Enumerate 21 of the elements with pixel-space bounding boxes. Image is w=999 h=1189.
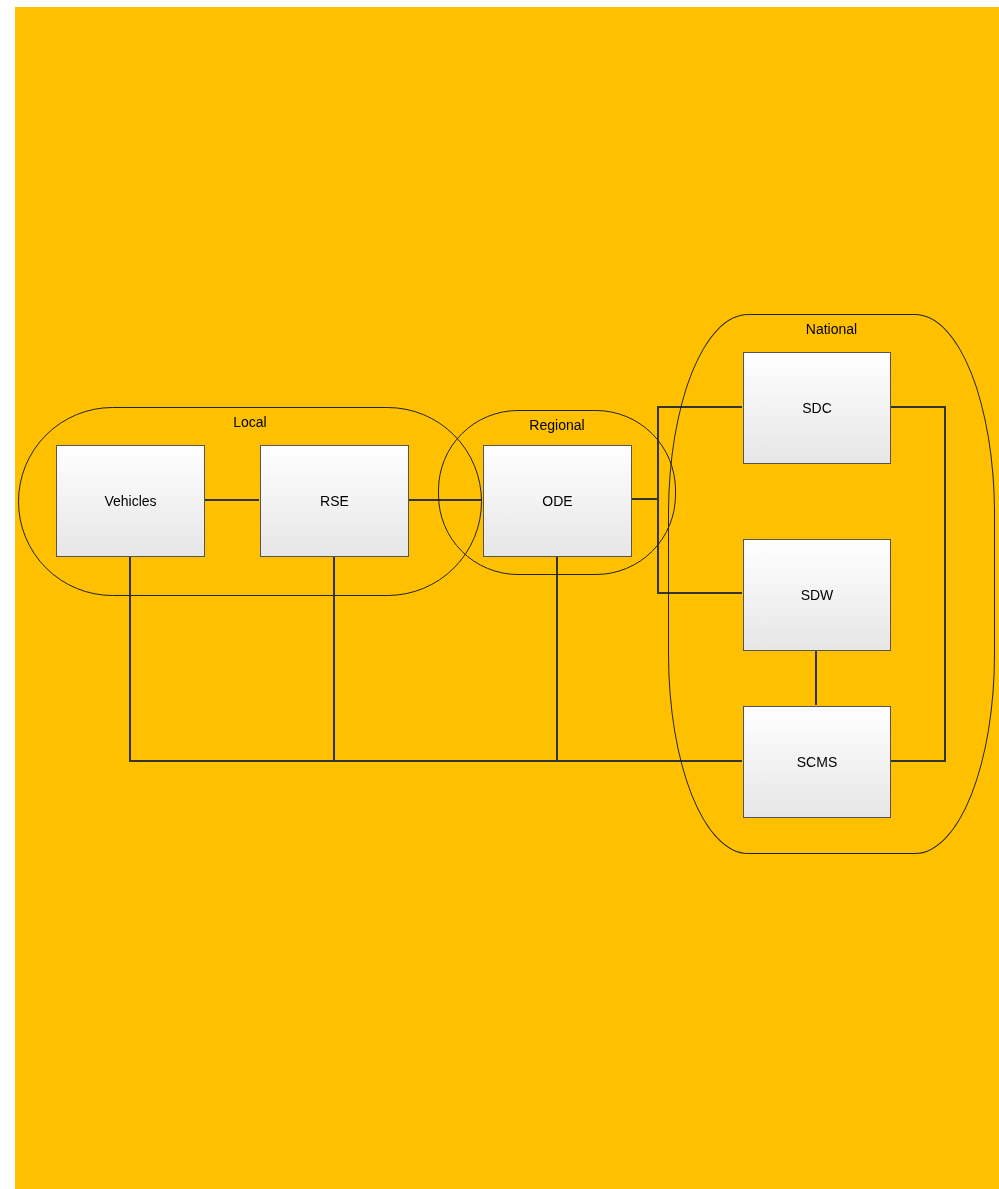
box-label: SCMS: [796, 754, 838, 770]
process-box: [260, 445, 409, 557]
box-label: Vehicles: [104, 493, 157, 509]
box-label: SDW: [800, 587, 834, 603]
connector-line: [203, 499, 260, 501]
process-box: [483, 445, 632, 557]
box-label: ODE: [542, 493, 573, 509]
box-label: RSE: [320, 493, 349, 509]
region-outline: [668, 314, 995, 854]
connector-line: [889, 406, 946, 762]
process-box: [743, 352, 891, 464]
process-box: [743, 539, 891, 651]
connector-line: [407, 499, 483, 501]
process-box: [56, 445, 205, 557]
region-outline: [438, 410, 676, 575]
region-label: National: [805, 321, 858, 337]
connector-line: [815, 649, 817, 706]
region-label: Regional: [529, 417, 585, 433]
box-label: SDC: [802, 400, 832, 416]
process-box: [743, 706, 891, 818]
region-label: Local: [233, 414, 267, 430]
